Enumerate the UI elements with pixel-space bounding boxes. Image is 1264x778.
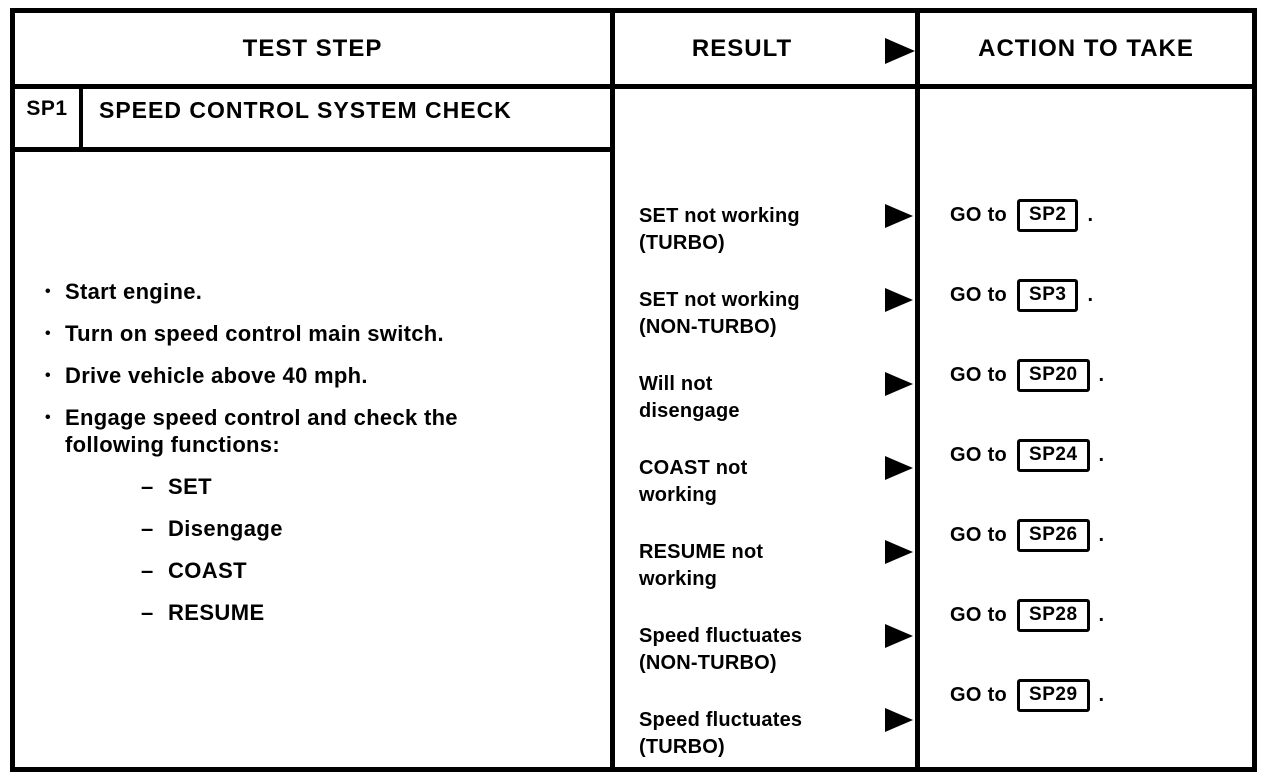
result-text: Will not (639, 373, 713, 395)
right-pointer-icon (885, 38, 915, 64)
function-sublist: – SET – Disengage – COAST – RESUME (141, 473, 610, 626)
header-test-step: TEST STEP (15, 13, 615, 84)
result-text: disengage (639, 400, 740, 422)
action-row: GO to SP2 . (920, 199, 1252, 283)
step-id-row: SP1 SPEED CONTROL SYSTEM CHECK (15, 89, 610, 152)
go-to-label: GO to (950, 684, 1008, 706)
result-row: Speed fluctuates (NON-TURBO) (615, 623, 915, 707)
step-reference: SP24 (1017, 439, 1090, 472)
header-result: RESULT (615, 13, 920, 84)
result-row: SET not working (NON-TURBO) (615, 287, 915, 371)
table-header-row: TEST STEP RESULT ACTION TO TAKE (15, 13, 1252, 89)
dash-icon: – (141, 474, 154, 499)
go-to-label: GO to (950, 444, 1008, 466)
action-suffix: . (1098, 364, 1105, 386)
action-suffix: . (1098, 444, 1105, 466)
function-label: Disengage (168, 516, 283, 541)
list-item: • Engage speed control and check the fol… (45, 404, 610, 458)
result-text: SET not working (639, 205, 800, 227)
action-row: GO to SP24 . (920, 439, 1252, 523)
step-code: SP1 (15, 89, 83, 147)
action-suffix: . (1098, 604, 1105, 626)
result-text: Speed fluctuates (639, 709, 803, 731)
list-item: – RESUME (141, 599, 610, 626)
step-reference: SP26 (1017, 519, 1090, 552)
step-reference: SP29 (1017, 679, 1090, 712)
result-row: COAST not working (615, 455, 915, 539)
result-row: SET not working (TURBO) (615, 203, 915, 287)
diagnostic-table: TEST STEP RESULT ACTION TO TAKE SP1 SPEE… (10, 8, 1257, 772)
header-action-to-take: ACTION TO TAKE (978, 34, 1194, 62)
dash-icon: – (141, 558, 154, 583)
go-to-label: GO to (950, 364, 1008, 386)
step-reference: SP2 (1017, 199, 1079, 232)
step-reference: SP20 (1017, 359, 1090, 392)
go-to-label: GO to (950, 204, 1008, 226)
list-item: • Drive vehicle above 40 mph. (45, 362, 610, 389)
bullet-icon: • (45, 409, 51, 426)
header-result-label: RESULT (691, 34, 793, 62)
result-text: (NON-TURBO) (639, 652, 777, 674)
go-to-label: GO to (950, 524, 1008, 546)
function-label: SET (168, 474, 212, 499)
bullet-text: Drive vehicle above 40 mph. (65, 363, 368, 388)
action-suffix: . (1098, 524, 1105, 546)
result-text: (TURBO) (639, 232, 725, 254)
action-suffix: . (1098, 684, 1105, 706)
bullet-text: Engage speed control and check the follo… (65, 405, 458, 457)
step-reference: SP3 (1017, 279, 1079, 312)
bullet-icon: • (45, 367, 51, 384)
bullet-text: Turn on speed control main switch. (65, 321, 444, 346)
list-item: – Disengage (141, 515, 610, 542)
result-text: SET not working (639, 289, 800, 311)
go-to-label: GO to (950, 604, 1008, 626)
dash-icon: – (141, 600, 154, 625)
result-row: Will not disengage (615, 371, 915, 455)
result-text: working (639, 568, 718, 590)
dash-icon: – (141, 516, 154, 541)
step-title: SPEED CONTROL SYSTEM CHECK (99, 97, 512, 123)
result-row: RESUME not working (615, 539, 915, 623)
bullet-text: Start engine. (65, 279, 203, 304)
result-text: RESUME not (639, 541, 764, 563)
action-row: GO to SP26 . (920, 519, 1252, 603)
bullet-icon: • (45, 283, 51, 300)
procedure-list: • Start engine. • Turn on speed control … (15, 152, 610, 626)
result-text: (NON-TURBO) (639, 316, 777, 338)
result-text: COAST not (639, 457, 748, 479)
function-label: COAST (168, 558, 247, 583)
result-text: working (639, 484, 718, 506)
action-row: GO to SP28 . (920, 599, 1252, 683)
result-row: Speed fluctuates (TURBO) (615, 707, 915, 767)
action-suffix: . (1087, 284, 1094, 306)
list-item: – COAST (141, 557, 610, 584)
result-column: SET not working (TURBO) SET not working … (615, 89, 920, 767)
step-reference: SP28 (1017, 599, 1090, 632)
action-row: GO to SP20 . (920, 359, 1252, 443)
bullet-icon: • (45, 325, 51, 342)
result-text: (TURBO) (639, 736, 725, 758)
action-column: GO to SP2 . GO to SP3 . GO to SP20 . (920, 89, 1252, 767)
list-item: – SET (141, 473, 610, 500)
action-suffix: . (1087, 204, 1094, 226)
function-label: RESUME (168, 600, 265, 625)
action-row: GO to SP3 . (920, 279, 1252, 363)
test-step-column: SP1 SPEED CONTROL SYSTEM CHECK • Start e… (15, 89, 615, 767)
table-body: SP1 SPEED CONTROL SYSTEM CHECK • Start e… (15, 89, 1252, 767)
list-item: • Start engine. (45, 278, 610, 305)
action-row: GO to SP29 . (920, 679, 1252, 763)
go-to-label: GO to (950, 284, 1008, 306)
list-item: • Turn on speed control main switch. (45, 320, 610, 347)
result-text: Speed fluctuates (639, 625, 803, 647)
